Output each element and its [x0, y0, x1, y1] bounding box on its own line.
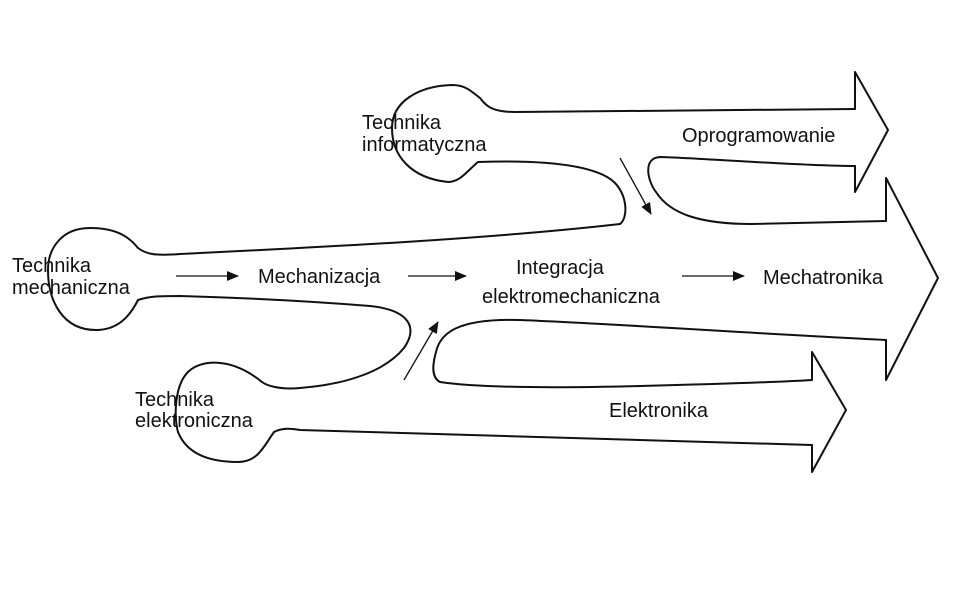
mechaniczna-bulb: [47, 227, 139, 331]
elektronika-stream-lower: [273, 427, 813, 446]
label-technika-elektroniczna-line1: Technika: [135, 389, 215, 411]
label-technika-elektroniczna: Technika elektroniczna: [135, 389, 254, 432]
mechatronika-stream-top: [751, 220, 887, 225]
informatyczna-stream-upper: [479, 97, 856, 113]
informatyczna-merge-curve: [477, 160, 627, 225]
label-integracja: Integracja elektromechaniczna: [482, 257, 661, 308]
mechaniczna-stream-lower: [137, 295, 412, 390]
flow-arrow-informatyczna-merge: [619, 157, 652, 215]
oprogramowanie-arrowhead: [854, 71, 889, 193]
label-technika-mechaniczna: Technika mechaniczna: [12, 255, 131, 299]
label-mechanizacja: Mechanizacja: [258, 266, 381, 288]
label-technika-mechaniczna-line2: mechaniczna: [12, 277, 131, 299]
elektronika-arrowhead: [811, 351, 847, 473]
elektroniczna-bulb: [174, 361, 275, 463]
informatyczna-bulb: [391, 84, 481, 183]
label-integracja-line1: Integracja: [516, 257, 605, 279]
label-mechatronika: Mechatronika: [763, 267, 884, 289]
mechatronika-arrowhead: [885, 177, 939, 381]
label-integracja-line2: elektromechaniczna: [482, 286, 661, 308]
mechaniczna-stream-upper: [137, 223, 621, 256]
informatyczna-stream-lower: [647, 156, 856, 225]
label-elektronika: Elektronika: [609, 400, 709, 422]
label-oprogramowanie: Oprogramowanie: [682, 125, 835, 147]
label-technika-informatyczna: Technika informatyczna: [362, 112, 487, 156]
label-technika-mechaniczna-line1: Technika: [12, 255, 92, 277]
label-technika-elektroniczna-line2: elektroniczna: [135, 410, 254, 432]
flow-arrow-elektroniczna-merge: [403, 321, 439, 381]
label-technika-informatyczna-line2: informatyczna: [362, 134, 487, 156]
label-technika-informatyczna-line1: Technika: [362, 112, 442, 134]
mechatronika-stream-bottom: [432, 318, 887, 383]
elektronika-stream-upper: [439, 379, 813, 389]
